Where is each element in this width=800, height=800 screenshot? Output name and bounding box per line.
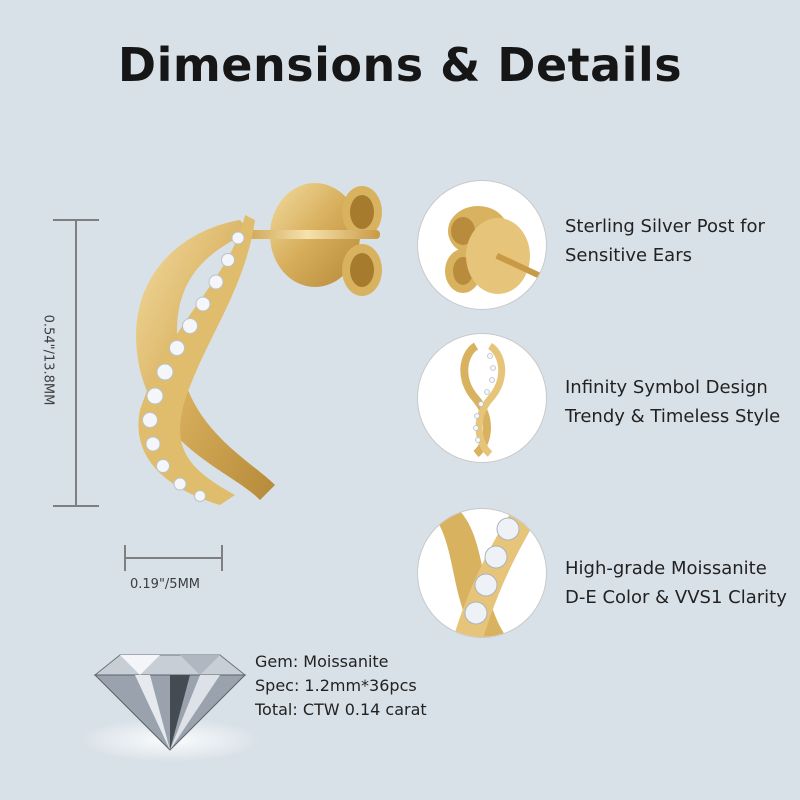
feature-infinity: Infinity Symbol Design Trendy & Timeless… — [417, 333, 800, 463]
feature-line: D-E Color & VVS1 Clarity — [565, 587, 787, 608]
diamond-icon — [80, 635, 260, 775]
width-dimension-label: 0.19"/5MM — [130, 577, 201, 592]
dimension-line-horizontal — [124, 557, 223, 559]
earring-back-icon — [417, 180, 547, 310]
dimension-cap-bottom — [53, 505, 99, 507]
feature-line: High-grade Moissanite — [565, 558, 767, 579]
feature-line: Infinity Symbol Design — [565, 377, 768, 398]
feature-post: Sterling Silver Post for Sensitive Ears — [417, 180, 800, 310]
gem-specs: Gem: Moissanite Spec: 1.2mm*36pcs Total:… — [255, 650, 427, 722]
moissanite-closeup-icon — [417, 508, 547, 638]
height-dimension-line — [53, 219, 99, 507]
gem-type: Gem: Moissanite — [255, 652, 389, 671]
page-title: Dimensions & Details — [117, 38, 683, 92]
height-dimension-label: 0.54"/13.8MM — [40, 314, 56, 406]
feature-line: Sterling Silver Post for — [565, 216, 765, 237]
feature-moissanite: High-grade Moissanite D-E Color & VVS1 C… — [417, 508, 800, 638]
infinity-symbol-icon — [417, 333, 547, 463]
gem-spec: Spec: 1.2mm*36pcs — [255, 676, 417, 695]
gem-total: Total: CTW 0.14 carat — [255, 700, 427, 719]
feature-line: Trendy & Timeless Style — [565, 406, 781, 427]
dimension-line-vertical — [75, 219, 77, 507]
dimension-cap-right — [221, 545, 223, 571]
width-dimension-line — [124, 545, 223, 571]
earring-icon — [110, 170, 400, 530]
feature-line: Sensitive Ears — [565, 245, 692, 266]
